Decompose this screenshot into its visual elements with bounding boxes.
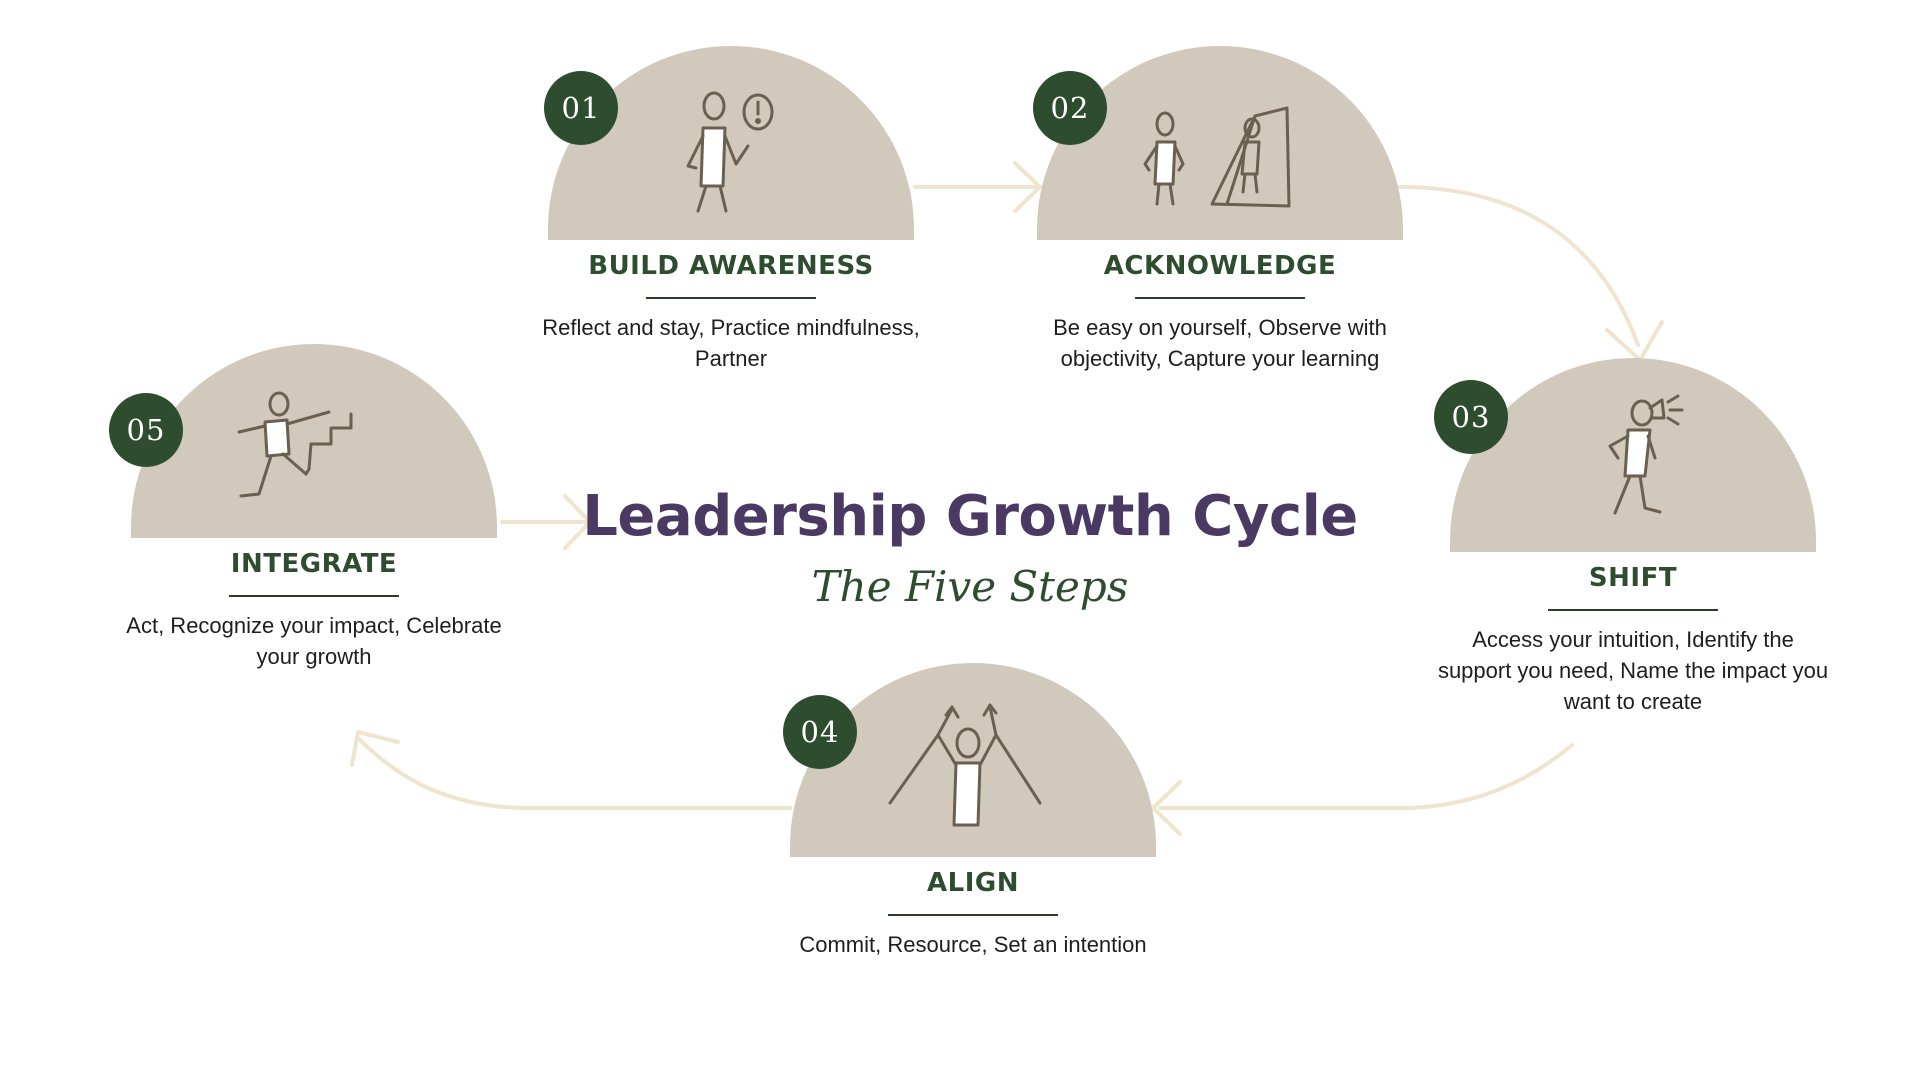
arrowhead-05-to-center: [563, 494, 592, 550]
step-04-number-badge: 04: [783, 695, 857, 769]
diagram-subtitle: The Five Steps: [811, 562, 1129, 611]
step-01-title: BUILD AWARENESS: [588, 251, 874, 281]
arrow-04-to-05: [356, 736, 792, 810]
step-03-number-badge: 03: [1434, 380, 1508, 454]
step-02-number-badge: 02: [1033, 71, 1107, 145]
step-05: 05 INTEGRATE Act, Recognize your impact,…: [94, 344, 534, 684]
person-at-mirror-icon: [1143, 106, 1291, 208]
step-03-description: Access your intuition, Identify the supp…: [1437, 627, 1829, 714]
step-01: 01 BUILD AWARENESS Reflect and stay, Pra…: [511, 46, 951, 386]
diagram-title: Leadership Growth Cycle: [582, 484, 1358, 549]
step-03-title: SHIFT: [1588, 563, 1678, 593]
step-02-dome: [1037, 46, 1403, 240]
person-with-megaphone-icon: [1608, 394, 1684, 515]
step-02-divider: [1135, 297, 1305, 299]
step-01-description: Reflect and stay, Practice mindfulness, …: [542, 315, 920, 371]
arrowhead-04-to-05: [350, 730, 400, 767]
step-05-number: 05: [126, 413, 166, 447]
step-03: 03 SHIFT Access your intuition, Identify…: [1413, 358, 1853, 728]
arrow-02-to-03: [1398, 185, 1640, 347]
step-03-number: 03: [1451, 400, 1491, 434]
step-05-number-badge: 05: [109, 393, 183, 467]
step-02-description: Be easy on yourself, Observe with object…: [1053, 315, 1387, 371]
step-04-title: ALIGN: [927, 868, 1019, 898]
person-climbing-stairs-icon: [237, 391, 353, 498]
step-01-divider: [646, 297, 816, 299]
step-05-dome: [131, 344, 497, 538]
arrow-03-to-04: [1158, 743, 1574, 810]
step-02-title: ACKNOWLEDGE: [1103, 251, 1337, 281]
arrowhead-03-to-04: [1151, 780, 1182, 836]
step-04-description: Commit, Resource, Set an intention: [799, 932, 1147, 957]
person-with-exclamation-icon: [686, 91, 774, 213]
step-02-number: 02: [1050, 91, 1090, 125]
step-04: 04 ALIGN Commit, Resource, Set an intent…: [753, 663, 1193, 1003]
person-arms-raised-icon: [888, 703, 1042, 827]
step-01-number-badge: 01: [544, 71, 618, 145]
step-02: 02 ACKNOWLEDGE Be easy on yourself, Obse…: [1000, 46, 1440, 416]
step-01-dome: [548, 46, 914, 240]
step-03-divider: [1548, 609, 1718, 611]
step-01-number: 01: [561, 91, 601, 125]
step-04-divider: [888, 914, 1058, 916]
step-05-title: INTEGRATE: [230, 549, 398, 579]
step-04-dome: [790, 663, 1156, 857]
step-05-description: Act, Recognize your impact, Celebrate yo…: [126, 613, 502, 669]
step-05-divider: [229, 595, 399, 597]
arrowhead-01-to-02: [1013, 161, 1042, 213]
step-04-number: 04: [800, 715, 840, 749]
step-03-dome: [1450, 358, 1816, 552]
